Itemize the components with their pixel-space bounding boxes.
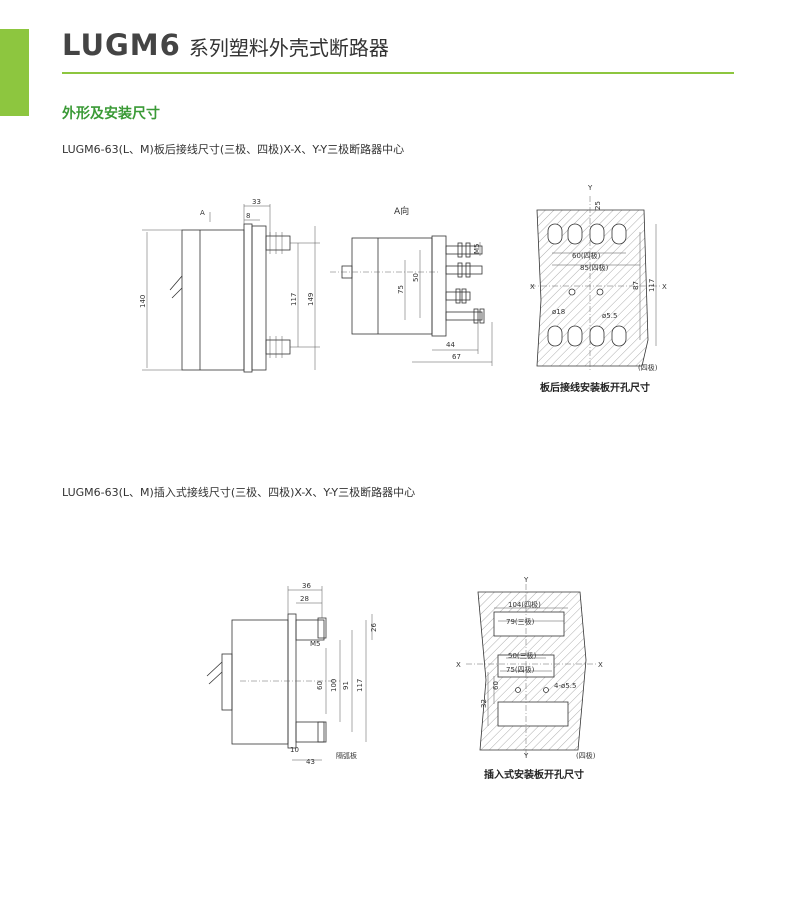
fig1-dim-8: 8 (246, 212, 250, 220)
fig1-view-mark: A (200, 209, 205, 217)
fig2-dim-26: 26 (370, 623, 378, 632)
fig1-dim-m5: M5 (473, 244, 481, 255)
fig2-dim-60: 60 (492, 681, 500, 690)
fig2-dim-91: 91 (342, 681, 350, 690)
fig2-dim-117: 117 (356, 679, 364, 692)
title-text: 系列塑料外壳式断路器 (188, 36, 389, 60)
brand-name: LUGM6 (62, 28, 181, 62)
fig1-view-title: A向 (394, 205, 409, 217)
panel1-caption: 板后接线安装板开孔尺寸 (540, 383, 650, 394)
fig1-axis-x-right: X (662, 283, 667, 291)
title-divider (62, 72, 734, 74)
fig1-dim-67: 67 (452, 353, 461, 361)
fig2-dim-10: 10 (290, 746, 299, 754)
fig2-panel-cutout: X X Y Y 104(四极) 79(三极) 50(三极) 75(四极) 60 … (456, 576, 603, 760)
fig1-dim-85: 85(四极) (580, 263, 609, 272)
fig1-axis-y-top: Y (587, 184, 593, 192)
fig1-dim-33: 33 (252, 198, 261, 206)
fig2-axis-y-top: Y (523, 576, 529, 584)
fig2-dim-60: 60 (316, 681, 324, 690)
fig2-axis-x-left: X (456, 661, 461, 669)
caption-plug-in: LUGM6-63(L、M)插入式接线尺寸(三极、四极)X-X、Y-Y三极断路器中… (62, 486, 416, 499)
fig1-dim-117b: 117 (648, 279, 656, 292)
fig2-four-pole-note: (四极) (576, 751, 596, 760)
fig2-dim-79: 79(三极) (506, 617, 535, 626)
fig1-dim-60: 60(四极) (572, 251, 601, 260)
fig2-dim-36: 36 (302, 582, 311, 590)
fig2-dim-100: 100 (330, 679, 338, 692)
page-title: LUGM6 系列塑料外壳式断路器 (62, 28, 389, 62)
fig1-dim-25: 25 (594, 201, 602, 210)
green-side-tab (0, 29, 29, 116)
fig2-dim-m5: M5 (310, 640, 321, 648)
section-title: 外形及安装尺寸 (62, 106, 160, 122)
fig2-dim-50: 50(三极) (508, 651, 537, 660)
fig1-axis-x-left: X (530, 283, 535, 291)
fig1-four-pole-note: (四极) (638, 363, 658, 372)
fig2-dim-holes: 4-ø5.5 (554, 682, 576, 690)
fig1-front-view: A向 M5 50 75 44 67 (330, 205, 493, 366)
fig2-axis-y-bottom: Y (523, 752, 529, 760)
fig1-dim-87: 87 (632, 281, 640, 290)
fig1-dim-117: 117 (290, 293, 298, 306)
fig1-dim-5-5: ø5.5 (602, 312, 617, 320)
fig2-dim-43: 43 (306, 758, 315, 766)
fig1-panel-cutout: X X Y 25 60(四极) 85(四极) ø18 ø5.5 87 117 (… (530, 184, 667, 372)
fig1-side-view: A 33 8 140 117 149 (139, 198, 320, 373)
fig2-axis-x-right: X (598, 661, 603, 669)
fig1-dim-140: 140 (139, 295, 147, 308)
fig1-dim-75: 75 (397, 285, 405, 294)
fig2-side-view: 36 28 26 M5 60 100 91 117 10 43 隔弧板 (206, 582, 378, 766)
fig1-dim-149: 149 (307, 293, 315, 306)
panel2-caption: 插入式安装板开孔尺寸 (484, 770, 584, 781)
fig1-dim-44: 44 (446, 341, 455, 349)
fig2-dim-75: 75(四极) (506, 665, 535, 674)
fig1-dim-50: 50 (412, 273, 420, 282)
fig2-dim-32: 32 (480, 699, 488, 708)
fig2-dim-104: 104(四极) (508, 600, 541, 609)
fig2-arc-plate: 隔弧板 (336, 751, 357, 760)
fig2-dim-28: 28 (300, 595, 309, 603)
caption-rear-wiring: LUGM6-63(L、M)板后接线尺寸(三极、四极)X-X、Y-Y三极断路器中心 (62, 143, 405, 156)
fig1-dim-18: ø18 (552, 308, 565, 316)
